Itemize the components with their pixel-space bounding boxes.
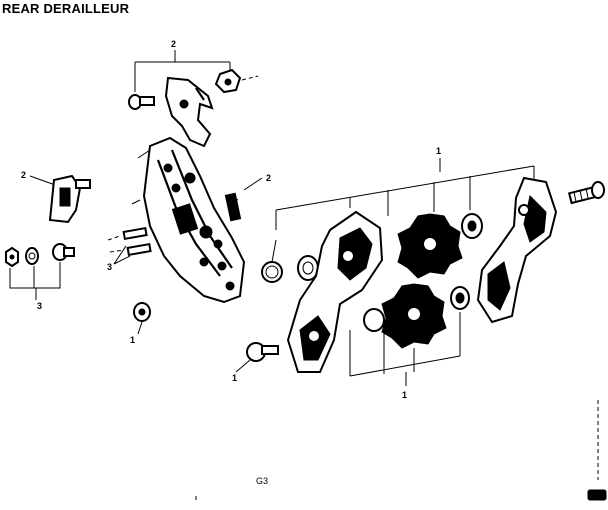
cage-bolt-icon: [567, 181, 605, 205]
callout-group-small-bolts: 3: [107, 235, 131, 272]
tension-spring: [261, 239, 283, 283]
callout-small-bolts: 3: [107, 262, 112, 272]
callout-lock-nut: 1: [130, 335, 135, 345]
limit-screws: [122, 226, 152, 257]
spring-screw: [224, 192, 242, 222]
callout-group-cage: 1: [275, 146, 535, 230]
diagram-title: REAR DERAILLEUR: [2, 1, 130, 16]
lower-washer: [450, 286, 470, 310]
corner-mark: [587, 489, 607, 501]
cable-clamp: [48, 174, 91, 224]
callout-cable-clamp: 2: [21, 170, 26, 180]
lower-bushing: [363, 308, 385, 332]
callout-group-cable-clamp: 2: [21, 170, 59, 187]
lower-pulley: [381, 283, 447, 349]
callout-top-mount: 2: [171, 39, 176, 49]
callout-pivot-bolt: 1: [232, 373, 237, 383]
callout-group-spring: 2: [243, 173, 271, 191]
callout-pulley-hardware: 1: [402, 390, 407, 400]
lock-nut: 1: [130, 302, 151, 345]
mount-bolt-icon: [128, 94, 155, 110]
front-cage-plate: [286, 210, 384, 373]
nut-top: [214, 68, 242, 94]
callout-group-washer-nut: 3: [9, 262, 61, 311]
washer-nut-set: [5, 243, 75, 268]
upper-pulley: [397, 213, 463, 279]
callout-group-top-2: 2: [134, 39, 259, 92]
callout-spring: 2: [266, 173, 271, 183]
pivot-bolt: 1: [232, 342, 279, 383]
callout-cage: 1: [436, 146, 441, 156]
callout-group-pulley-hardware: 1: [349, 312, 461, 400]
mounting-bracket: [164, 76, 214, 148]
upper-washer: [461, 213, 483, 239]
rear-cage-plate: [476, 176, 558, 324]
derailleur-body: [131, 136, 246, 304]
page-code: G3: [256, 476, 268, 486]
callout-washer-nut: 3: [37, 301, 42, 311]
